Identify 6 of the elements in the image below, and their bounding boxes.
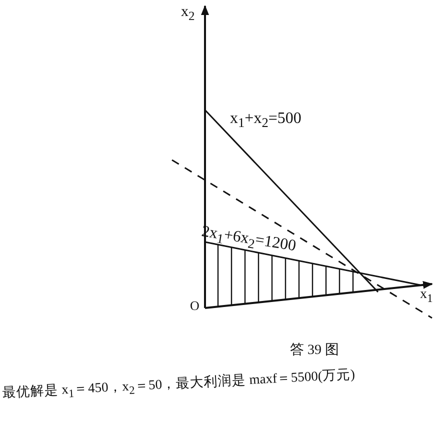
solution-text: 最优解是 x$_{1}$＝450，x$_{2}$＝50，最大利润是 maxf＝5500(万元) — [2, 368, 356, 402]
axis-label: x$_{2}$ — [181, 4, 195, 24]
axis-label: x$_{1}$ — [420, 287, 433, 306]
origin-label: O — [190, 299, 200, 314]
figure-caption: 答 39 图 — [290, 343, 339, 358]
equation-label: x$_{1}$+x$_{2}$=500 — [230, 110, 302, 131]
